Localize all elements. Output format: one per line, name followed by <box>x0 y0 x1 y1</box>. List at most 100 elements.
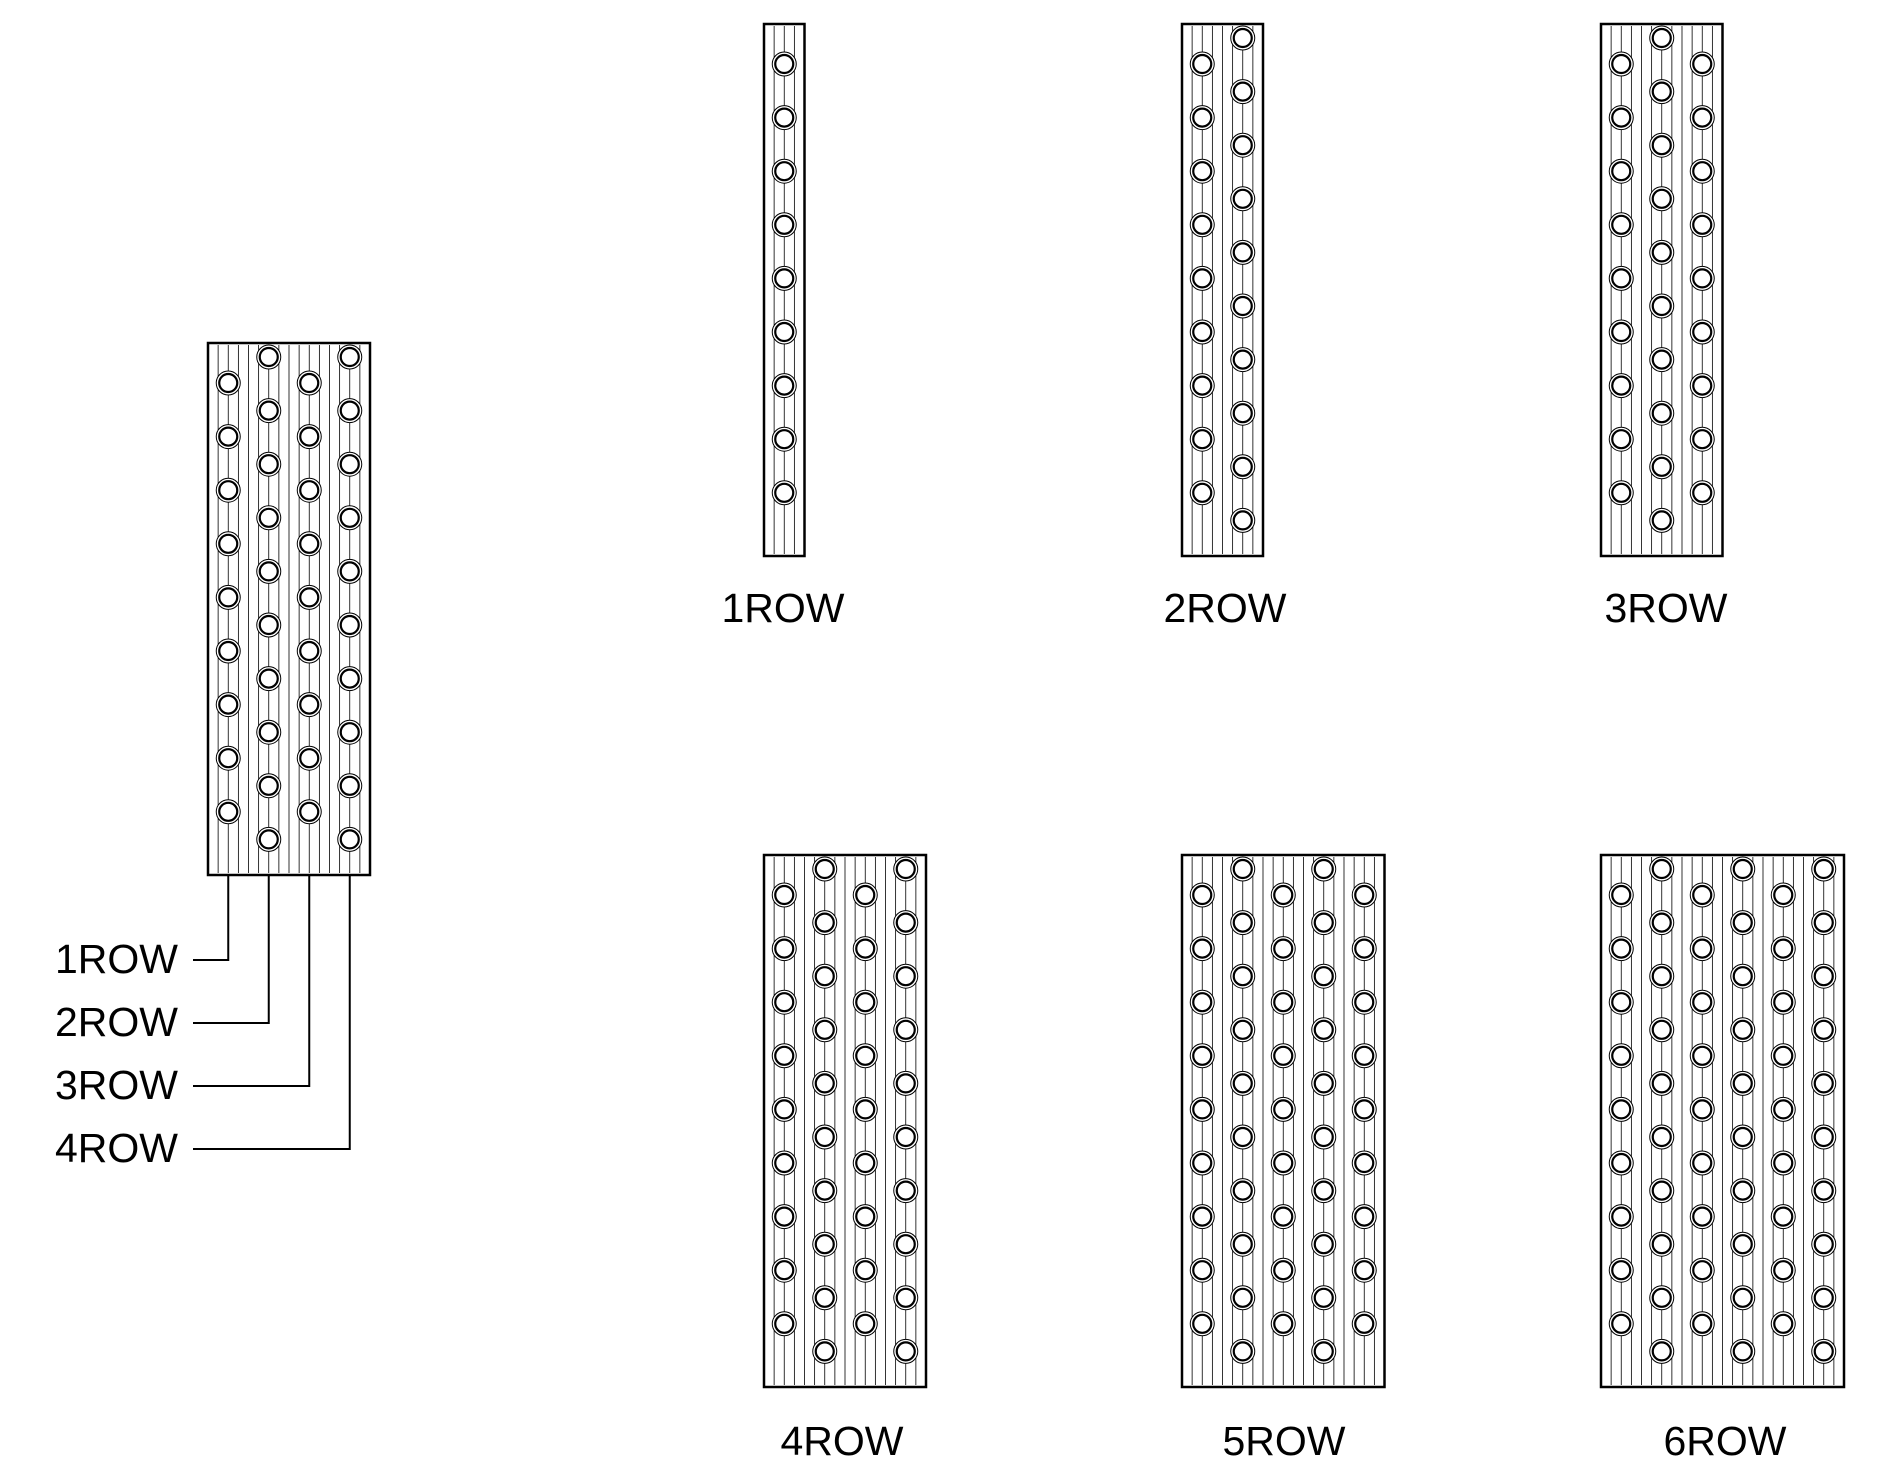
tube-circle <box>774 53 795 75</box>
tube-circle <box>339 775 360 796</box>
tube-circle <box>1192 1152 1213 1174</box>
tube-circle <box>258 454 279 475</box>
tube-circle <box>1692 429 1713 450</box>
tube-circle <box>1611 1045 1632 1066</box>
tube-circle <box>1313 1287 1334 1308</box>
tube-circle <box>1192 1260 1213 1281</box>
tube-circle <box>1732 966 1753 987</box>
tube-circle <box>814 966 835 987</box>
tube-circle <box>814 1126 835 1148</box>
tube-circle <box>1192 1206 1213 1227</box>
tube-circle <box>299 372 320 394</box>
panel-label-1row: 1ROW <box>722 585 845 631</box>
tube-circle <box>1813 966 1834 987</box>
tube-circle <box>1813 912 1834 933</box>
tube-circle <box>814 1341 835 1362</box>
tube-circle <box>1692 268 1713 289</box>
tube-circle <box>1732 1287 1753 1308</box>
tube-circle <box>1192 375 1213 396</box>
tube-circle <box>895 1341 916 1362</box>
tube-circle <box>1732 1180 1753 1201</box>
tube-circle <box>1192 1313 1213 1334</box>
tube-circle <box>895 858 916 880</box>
tube-circle <box>1232 1180 1253 1201</box>
tube-circle <box>1692 482 1713 503</box>
tube-circle <box>774 1045 795 1066</box>
tube-circle <box>1692 1045 1713 1066</box>
tube-circle <box>1232 188 1253 209</box>
tube-circle <box>218 533 239 554</box>
tube-circle <box>1232 242 1253 263</box>
tube-circle <box>1732 858 1753 880</box>
tube-circle <box>1313 1126 1334 1148</box>
tube-circle <box>895 1287 916 1308</box>
callout-label-4row: 4ROW <box>55 1125 178 1171</box>
tube-circle <box>1651 1341 1672 1362</box>
tube-circle <box>218 426 239 447</box>
tube-circle <box>774 884 795 906</box>
tube-circle <box>1651 966 1672 987</box>
panel-6row <box>1599 853 1846 1389</box>
tube-circle <box>1773 1260 1794 1281</box>
tube-circle <box>774 1313 795 1334</box>
tube-circle <box>1354 1260 1375 1281</box>
tube-circle <box>1813 858 1834 880</box>
tube-circle <box>1192 268 1213 289</box>
tube-circle <box>1651 1073 1672 1094</box>
tube-circle <box>218 640 239 662</box>
tube-circle <box>1273 1045 1294 1066</box>
tube-circle <box>814 1019 835 1040</box>
tube-circle <box>299 748 320 769</box>
tube-circle <box>895 1180 916 1201</box>
tube-circle <box>1192 161 1213 182</box>
callout-label-1row: 1ROW <box>55 936 178 982</box>
tube-circle <box>1273 938 1294 959</box>
panel-4row-fin-lines <box>773 857 917 1385</box>
tube-circle <box>299 533 320 554</box>
tube-circle <box>814 912 835 933</box>
tube-circle <box>1813 1126 1834 1148</box>
callout-leader-2row <box>193 875 270 1024</box>
tube-circle <box>339 454 360 475</box>
tube-circle <box>774 161 795 182</box>
tube-circle <box>774 992 795 1013</box>
tube-circle <box>895 966 916 987</box>
tube-circle <box>1813 1287 1834 1308</box>
tube-circle <box>339 346 360 368</box>
tube-circle <box>258 507 279 528</box>
tube-circle <box>1273 1099 1294 1120</box>
callout-leader-1row <box>193 875 230 961</box>
panel-label-6row: 6ROW <box>1664 1418 1787 1461</box>
tube-circle <box>258 561 279 582</box>
tube-circle <box>1773 1206 1794 1227</box>
tube-circle <box>339 614 360 636</box>
row-callouts <box>193 875 351 1150</box>
tube-circle <box>1611 214 1632 235</box>
tube-circle <box>1192 482 1213 503</box>
tube-circle <box>1611 268 1632 289</box>
panel-label-3row: 3ROW <box>1605 585 1728 631</box>
tube-circle <box>814 1234 835 1255</box>
tube-circle <box>1232 966 1253 987</box>
tube-circle <box>1651 1287 1672 1308</box>
panel-label-4row: 4ROW <box>781 1418 904 1461</box>
tube-circle <box>218 748 239 769</box>
tube-circle <box>339 561 360 582</box>
tube-circle <box>1313 1341 1334 1362</box>
tube-circle <box>1651 1180 1672 1201</box>
tube-circle <box>1232 349 1253 370</box>
callout-label-3: 3ROW <box>55 1062 178 1108</box>
tube-circle <box>1692 1099 1713 1120</box>
tube-circle <box>1692 107 1713 128</box>
tube-circle <box>1651 1019 1672 1040</box>
tube-circle <box>1611 107 1632 128</box>
tube-circle <box>1232 1287 1253 1308</box>
tube-circle <box>1692 938 1713 959</box>
tube-circle <box>1692 53 1713 75</box>
tube-circle <box>1732 1126 1753 1148</box>
tube-circle <box>1692 1152 1713 1174</box>
tube-circle <box>1732 912 1753 933</box>
tube-circle <box>855 938 876 959</box>
reference-coil-outline <box>206 341 372 877</box>
tube-circle <box>1732 1234 1753 1255</box>
